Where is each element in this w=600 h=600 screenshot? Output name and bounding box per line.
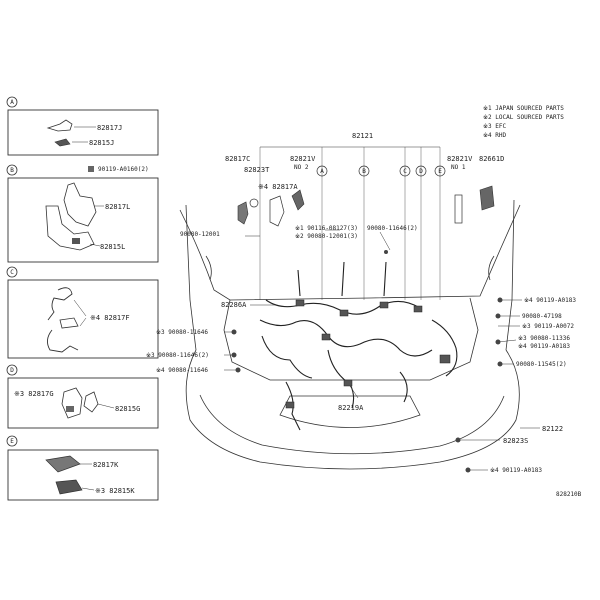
label-90080-11336: ※3 90080-11336 xyxy=(518,335,570,342)
circle-b: B xyxy=(362,168,366,175)
legend-item-4: ※4 RHD xyxy=(483,132,506,139)
label-82815J: 82815J xyxy=(89,139,114,147)
label-82817K: 82817K xyxy=(93,461,119,469)
label-82815G: 82815G xyxy=(115,405,140,413)
label-90119-A0072: ※3 90119-A0072 xyxy=(522,323,574,330)
section-b: B 82817L 82815L xyxy=(6,164,159,263)
section-c: C ※4 82817F xyxy=(6,266,159,359)
label-82815K: ※3 82815K xyxy=(95,487,135,495)
leader-lines xyxy=(224,229,540,471)
label-82817C: 82817C xyxy=(225,155,250,163)
label-82219A: 82219A xyxy=(338,404,364,412)
engine-bay xyxy=(179,199,521,470)
section-d-letter: D xyxy=(10,367,14,374)
label-90119-A0183-c: ※4 90119-A0183 xyxy=(490,467,542,474)
legend-item-1: ※1 JAPAN SOURCED PARTS xyxy=(483,105,564,112)
label-82817J: 82817J xyxy=(97,124,122,132)
note-no2: NO 2 xyxy=(294,164,309,171)
label-90119-A0160: 90119-A0160(2) xyxy=(98,166,149,173)
legend-item-3: ※3 EFC xyxy=(483,123,506,130)
label-90080-12001-3: ※2 90080-12001(3) xyxy=(295,233,358,240)
part-labels: 90080-12001 ※1 90116-08127(3) ※2 90080-1… xyxy=(146,225,576,474)
circle-e: E xyxy=(438,168,442,175)
label-82823T: 82823T xyxy=(244,166,270,174)
label-82821V-no2: 82821V xyxy=(290,155,316,163)
legend-item-2: ※2 LOCAL SOURCED PARTS xyxy=(483,114,564,121)
section-b-letter: B xyxy=(10,167,14,174)
label-90080-11646-b: ※3 90080-11646(2) xyxy=(146,352,209,359)
section-a-letter: A xyxy=(10,99,14,106)
harness-connectors xyxy=(285,299,451,409)
label-90119-A0183-a: ※4 90119-A0183 xyxy=(524,297,576,304)
label-82817L: 82817L xyxy=(105,203,130,211)
section-a: A 82817J 82815J xyxy=(6,96,159,156)
label-90080-11545: 90080-11545(2) xyxy=(516,361,567,368)
label-82817G: ※3 82817G xyxy=(14,390,54,398)
label-90080-11646-2: 90080-11646(2) xyxy=(367,225,418,232)
circle-c: C xyxy=(403,168,407,175)
circle-d: D xyxy=(419,168,423,175)
label-82817A: ※4 82817A xyxy=(258,183,298,191)
section-e-letter: E xyxy=(10,438,14,445)
section-d: D ※3 82817G 82815G xyxy=(6,364,159,429)
label-82817F: ※4 82817F xyxy=(90,314,130,322)
label-82815L: 82815L xyxy=(100,243,125,251)
note-no1: NO 1 xyxy=(451,164,466,171)
label-90080-47198: 90080-47198 xyxy=(522,313,562,320)
label-90080-11646-a: ※3 90080-11646 xyxy=(156,329,208,336)
label-82121: 82121 xyxy=(352,132,373,140)
label-82823S: 82823S xyxy=(503,437,528,445)
label-82661D: 82661D xyxy=(479,155,504,163)
label-90119-A0183-b: ※4 90119-A0183 xyxy=(518,343,570,350)
label-82821V-no1: 82821V xyxy=(447,155,473,163)
label-90080-12001: 90080-12001 xyxy=(180,231,220,238)
figure-id: 828210B xyxy=(556,491,582,498)
label-82286A: 82286A xyxy=(221,301,247,309)
top-callouts: 82121 82817C 82821V NO 2 82821V NO 1 826… xyxy=(88,132,504,300)
label-82122: 82122 xyxy=(542,425,563,433)
label-90080-11646-c: ※4 90080-11646 xyxy=(156,367,208,374)
section-e: E 82817K ※3 82815K xyxy=(6,435,159,501)
legend: ※1 JAPAN SOURCED PARTS ※2 LOCAL SOURCED … xyxy=(483,105,564,139)
fasteners xyxy=(231,250,503,473)
label-90116-08127: ※1 90116-08127(3) xyxy=(295,225,358,232)
circle-a: A xyxy=(320,168,324,175)
section-c-letter: C xyxy=(10,269,14,276)
